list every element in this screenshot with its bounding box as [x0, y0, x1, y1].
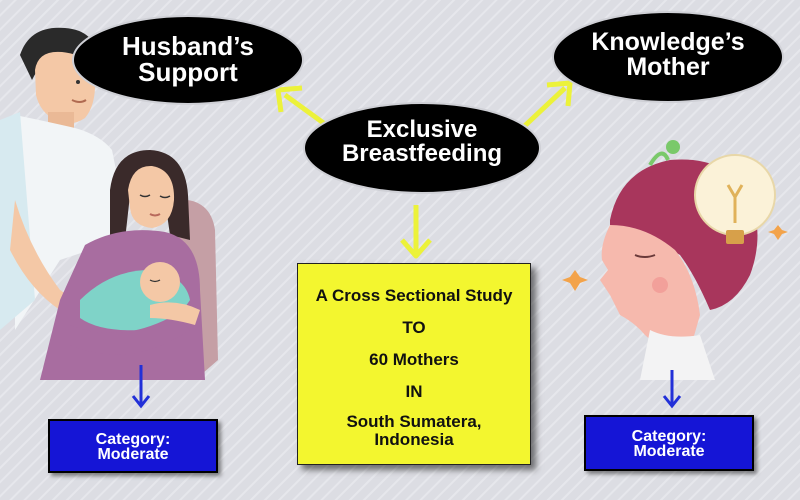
blue-arrow-right-icon — [662, 370, 682, 409]
study-line-1: A Cross Sectional Study — [315, 286, 513, 305]
right-category-box: Category: Moderate — [584, 415, 754, 471]
left-ellipse-line1: Husband’s — [122, 31, 254, 61]
right-category-line1: Category: — [631, 428, 707, 445]
study-line-3: 60 Mothers — [369, 350, 459, 369]
left-category-line1: Category: — [95, 431, 171, 448]
left-category-box: Category: Moderate — [48, 419, 218, 473]
right-ellipse-line2: Mother — [626, 53, 710, 81]
center-ellipse-label: Exclusive Breastfeeding — [322, 118, 522, 166]
left-ellipse-shape — [72, 15, 304, 105]
study-line-2: TO — [402, 318, 426, 337]
study-line-6: Indonesia — [374, 430, 454, 449]
mother-baby-illustration — [40, 150, 218, 380]
center-ellipse-line2: Breastfeeding — [341, 140, 503, 167]
right-ellipse-shape — [552, 11, 784, 103]
study-line-5: South Sumatera, — [346, 412, 482, 431]
sparkle-icon — [562, 225, 788, 291]
right-ellipse-label: Knowledge’s Mother — [573, 30, 763, 80]
father-mother-baby-illustration — [0, 27, 218, 380]
center-ellipse-line1: Exclusive — [366, 116, 478, 143]
study-line-4: IN — [405, 382, 423, 401]
blue-arrow-left-icon — [131, 365, 151, 409]
study-box: A Cross Sectional Study TO 60 Mothers IN… — [297, 263, 531, 465]
left-ellipse-line2: Support — [138, 57, 238, 87]
left-category-line2: Moderate — [97, 446, 169, 464]
woman-profile-illustration — [562, 140, 788, 380]
right-ellipse-line1: Knowledge’s — [591, 28, 745, 56]
right-category-line2: Moderate — [633, 443, 705, 461]
left-ellipse-label: Husband’s Support — [98, 33, 278, 85]
center-ellipse-shape — [303, 102, 541, 194]
yellow-arrow-down-icon — [400, 205, 432, 259]
lightbulb-icon — [694, 154, 776, 244]
